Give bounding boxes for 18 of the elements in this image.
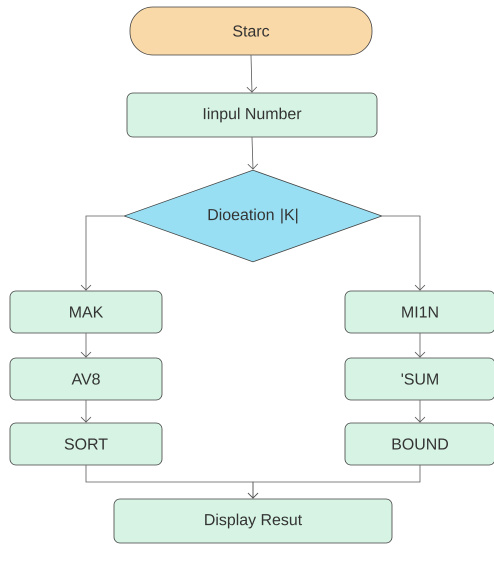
arrow [414, 333, 426, 358]
process-box: Iinpul Number [126, 92, 378, 138]
arrow [247, 137, 258, 170]
arrow [80, 333, 92, 358]
process-box: 'SUM [344, 358, 494, 400]
arrow [248, 465, 420, 499]
arrow [80, 216, 124, 291]
arrow [246, 55, 258, 93]
process-box: MAK [10, 290, 162, 334]
process-box: MI1N [344, 290, 494, 334]
process-box: BOUND [344, 422, 494, 466]
arrow [80, 400, 92, 423]
process-box: Display Resut [114, 498, 392, 544]
start-terminal: Starc [130, 6, 372, 56]
arrow [382, 216, 426, 291]
arrow [414, 400, 426, 423]
process-box: AV8 [10, 358, 162, 400]
process-box: SORT [10, 422, 162, 466]
